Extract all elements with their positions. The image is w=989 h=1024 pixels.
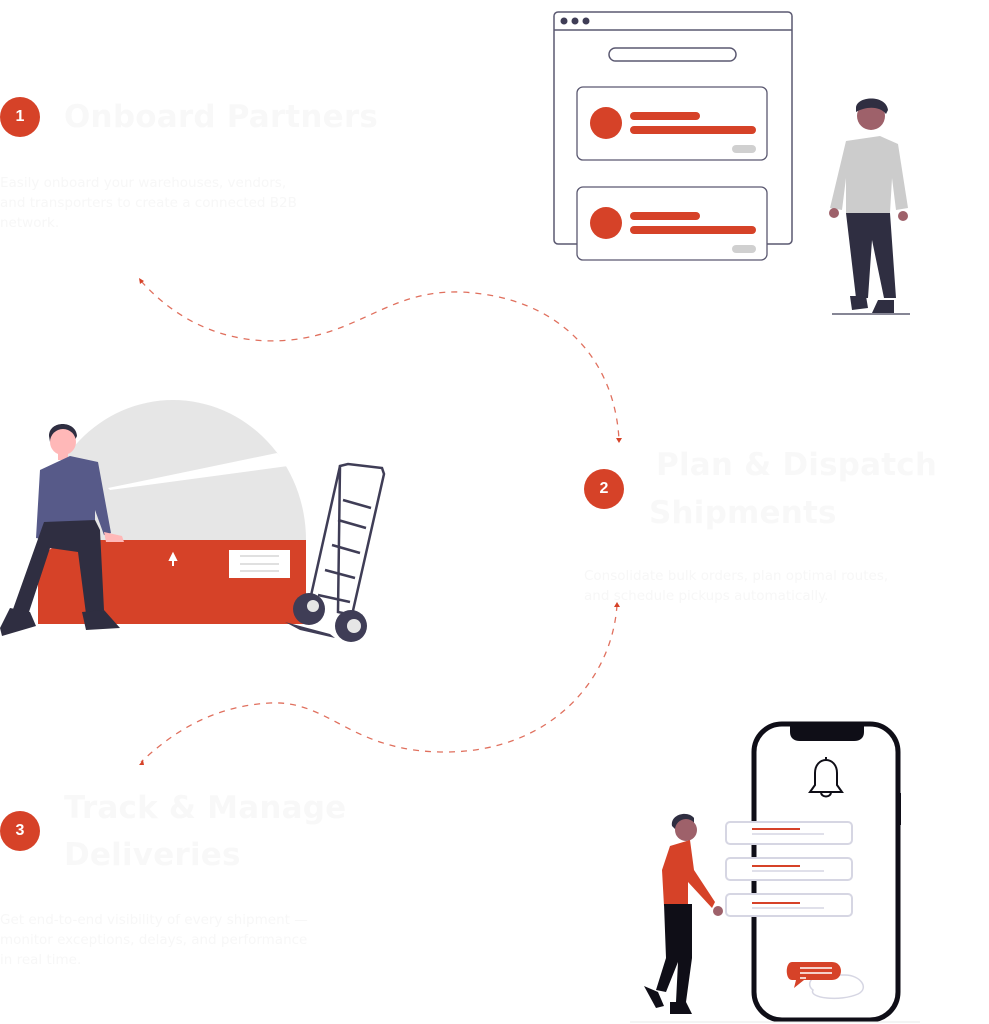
window-dot-icon [582, 17, 590, 25]
standing-person [829, 98, 910, 315]
step-3-badge: 3 [0, 811, 40, 851]
step-3-description: Get end-to-end visibility of every shipm… [0, 912, 308, 968]
address-bar [608, 47, 737, 62]
step-2-badge: 2 [584, 469, 624, 509]
avatar-icon [590, 207, 622, 239]
seated-person [0, 424, 124, 636]
step-2-description: Consolidate bulk orders, plan optimal ro… [584, 568, 889, 604]
background-dome [40, 400, 306, 540]
step-1-title: Onboard Partners [64, 99, 379, 135]
window-dot-icon [571, 17, 579, 25]
track-illustration [630, 721, 920, 1023]
this-side-up-arrow-icon [168, 551, 178, 566]
bell-icon [808, 757, 844, 798]
notification-card [725, 857, 853, 881]
arrow-start-icon [139, 278, 144, 284]
walking-person [644, 813, 723, 1014]
chat-bubble-icon [809, 974, 864, 1000]
step-2-title-line-2: Shipments [649, 495, 837, 531]
dashed-path [140, 280, 620, 441]
arrow-start-icon [614, 602, 620, 607]
step-1-badge: 1 [0, 97, 40, 137]
step-2-title-line-1: Plan & Dispatch [656, 447, 938, 483]
onboard-illustration [553, 11, 910, 315]
step-3-title-line-2: Deliveries [64, 837, 241, 873]
window-dot-icon [560, 17, 568, 25]
partner-card [576, 186, 768, 261]
arrow-end-icon [616, 438, 622, 443]
notification-card [725, 821, 853, 845]
notification-card [725, 893, 853, 917]
dashed-path [140, 604, 618, 763]
step-3-title-line-1: Track & Manage [64, 790, 347, 826]
partner-card [576, 86, 768, 161]
hand-truck [308, 462, 386, 617]
step-1-description: Easily onboard your warehouses, vendors,… [0, 175, 297, 231]
arrow-end-icon [139, 760, 144, 765]
dispatch-illustration [0, 400, 386, 642]
phone-notch [790, 724, 864, 741]
avatar-icon [590, 107, 622, 139]
